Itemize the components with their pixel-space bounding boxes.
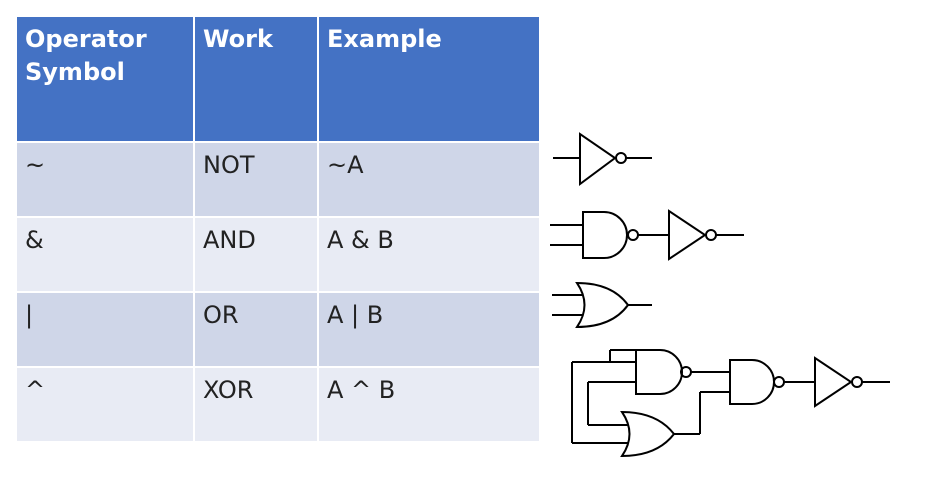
header-work: Work [194, 17, 319, 143]
table-row: | OR A | B [17, 292, 541, 368]
cell-symbol: ^ [17, 367, 195, 443]
cell-example: A ^ B [318, 367, 541, 443]
nand-gate-icon [550, 209, 744, 261]
table-row: & AND A & B [17, 217, 541, 293]
header-example: Example [318, 17, 541, 143]
or-gate-icon [552, 281, 652, 329]
cell-work: OR [194, 292, 319, 368]
cell-work: XOR [194, 367, 319, 443]
header-operator-symbol: Operator Symbol [17, 17, 195, 143]
cell-example: A & B [318, 217, 541, 293]
cell-example: A | B [318, 292, 541, 368]
cell-symbol: ~ [17, 142, 195, 218]
not-gate-icon [553, 132, 652, 186]
table-row: ~ NOT ~A [17, 142, 541, 218]
cell-example: ~A [318, 142, 541, 218]
operator-table: Operator Symbol Work Example ~ NOT ~A & … [17, 17, 541, 443]
cell-work: NOT [194, 142, 319, 218]
cell-symbol: & [17, 217, 195, 293]
table-row: ^ XOR A ^ B [17, 367, 541, 443]
table-header-row: Operator Symbol Work Example [17, 17, 541, 143]
xor-circuit-icon [571, 349, 890, 458]
cell-work: AND [194, 217, 319, 293]
cell-symbol: | [17, 292, 195, 368]
